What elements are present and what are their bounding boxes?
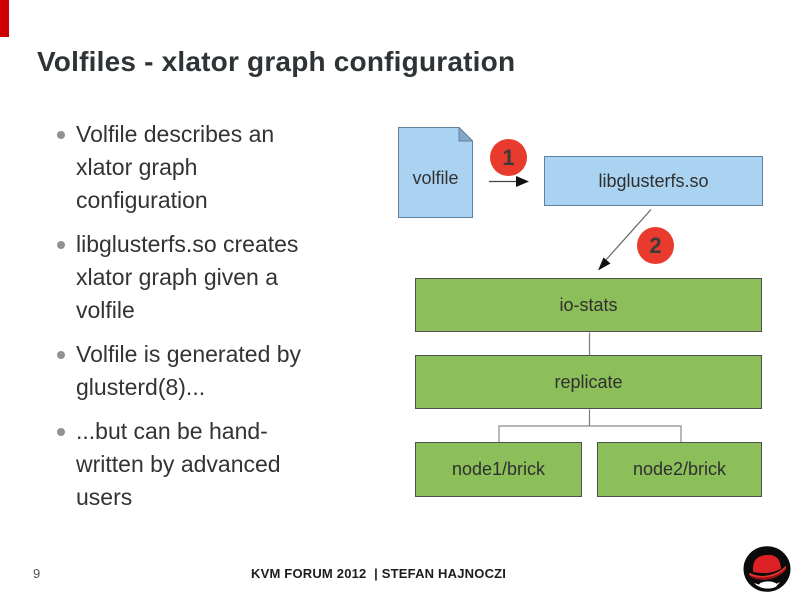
footer-text: KVM FORUM 2012 | STEFAN HAJNOCZI — [251, 566, 507, 581]
volfile-document: volfile — [398, 126, 474, 218]
bullet-item: Volfile is generated by glusterd(8)... — [57, 338, 367, 404]
bullet-item: ...but can be hand- written by advanced … — [57, 415, 367, 514]
redhat-logo-icon — [743, 546, 791, 592]
red-accent-bar — [0, 0, 9, 37]
libglusterfs-box: libglusterfs.so — [544, 156, 763, 206]
step-1-badge: 1 — [490, 139, 527, 176]
page-number: 9 — [33, 566, 41, 581]
bullet-icon — [57, 131, 65, 139]
xlator-box-io-stats: io-stats — [415, 278, 762, 332]
bullet-icon — [57, 428, 65, 436]
bullet-item: Volfile describes an xlator graph config… — [57, 118, 367, 217]
bullet-icon — [57, 351, 65, 359]
bullet-text: libglusterfs.so creates xlator graph giv… — [76, 231, 299, 323]
volfile-label: volfile — [412, 168, 459, 188]
bullet-item: libglusterfs.so creates xlator graph giv… — [57, 228, 367, 327]
step-2-badge: 2 — [637, 227, 674, 264]
bullet-icon — [57, 241, 65, 249]
xlator-box-replicate: replicate — [415, 355, 762, 409]
bullet-list: Volfile describes an xlator graph config… — [57, 118, 367, 525]
bullet-text: ...but can be hand- written by advanced … — [76, 418, 281, 510]
bullet-text: Volfile is generated by glusterd(8)... — [76, 341, 302, 400]
bullet-text: Volfile describes an xlator graph config… — [76, 121, 275, 213]
xlator-box-node2-brick: node2/brick — [597, 442, 762, 497]
xlator-box-node1-brick: node1/brick — [415, 442, 582, 497]
slide-title: Volfiles - xlator graph configuration — [37, 46, 516, 77]
document-shape-icon — [398, 126, 474, 218]
